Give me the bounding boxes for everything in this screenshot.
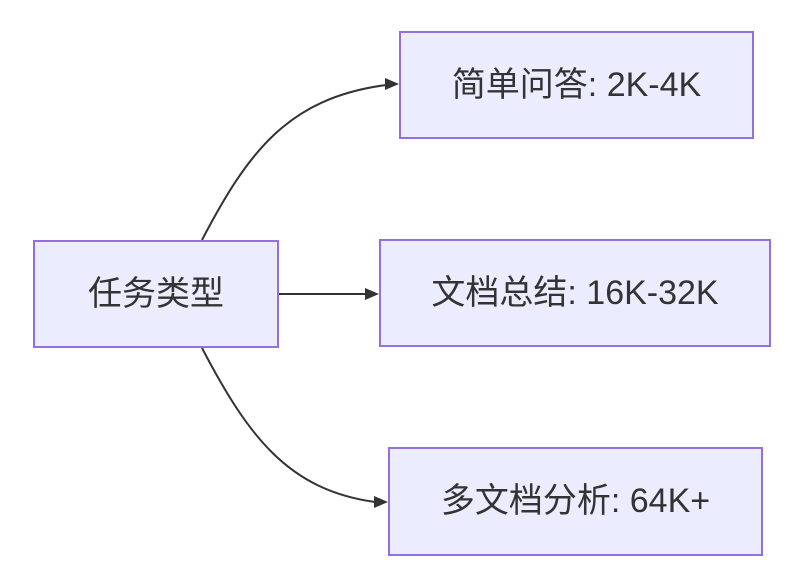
node-simple-qa-label: 简单问答: 2K-4K [451, 65, 702, 104]
node-task-type-label: 任务类型 [88, 274, 224, 313]
node-multi-doc-label: 多文档分析: 64K+ [440, 482, 711, 521]
node-doc-summary-label: 文档总结: 16K-32K [431, 273, 719, 312]
arrowhead-simple-qa [385, 78, 399, 90]
edge-task-type-to-simple-qa [201, 84, 387, 241]
node-doc-summary: 文档总结: 16K-32K [379, 239, 771, 347]
node-task-type: 任务类型 [33, 240, 279, 348]
edge-task-type-to-multi-doc [201, 347, 376, 503]
node-multi-doc: 多文档分析: 64K+ [388, 447, 763, 556]
arrowhead-doc-summary [365, 288, 379, 300]
arrowhead-multi-doc [374, 496, 388, 508]
node-simple-qa: 简单问答: 2K-4K [399, 31, 754, 139]
